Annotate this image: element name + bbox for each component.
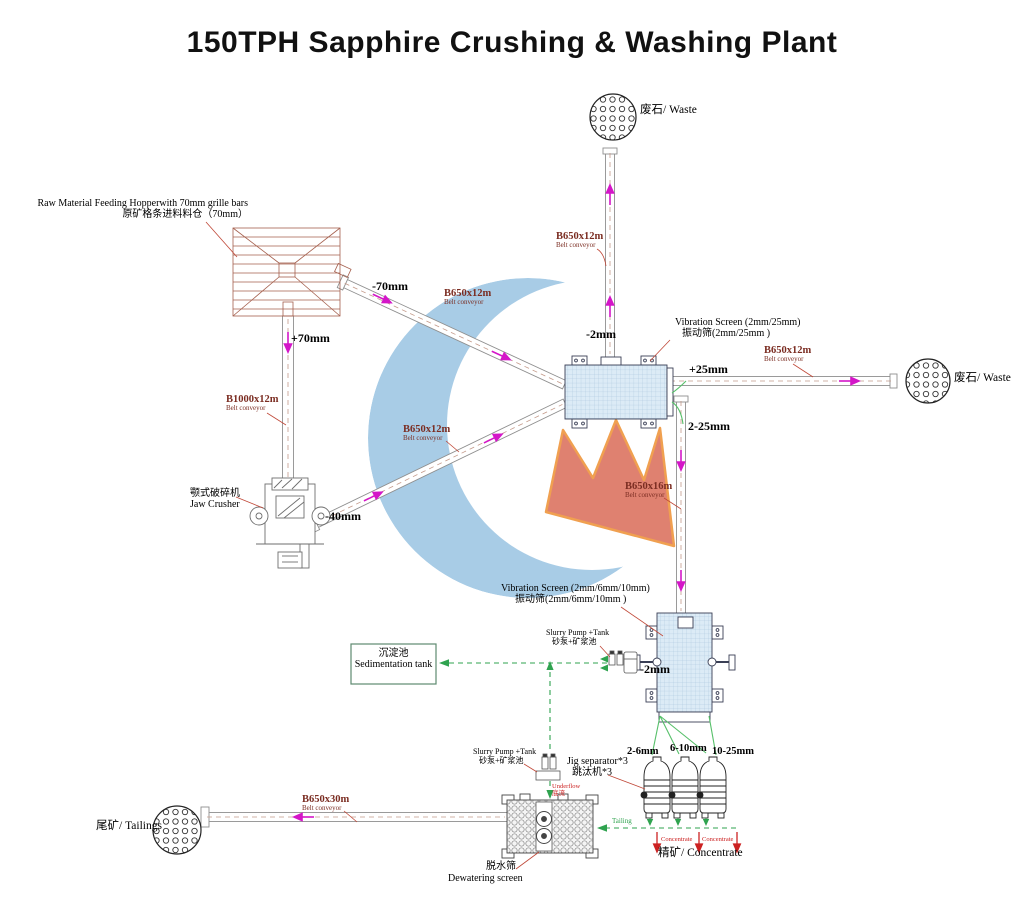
- underflow-label: Underflow 底流: [552, 783, 580, 798]
- hopper-drawing: [232, 227, 352, 317]
- pump1-label-zh: 砂泵+矿浆池: [552, 636, 597, 646]
- jig-separator-label: Jig separator*3 跳汰机*3: [567, 756, 628, 778]
- tailings-label: 尾矿/ Tailings: [96, 820, 162, 832]
- jaw-crusher-label: 颚式破碎机 Jaw Crusher: [190, 488, 240, 510]
- conveyor-label-screen1-to-right-waste: B650x12m Belt conveyor: [764, 345, 812, 363]
- pump2-label-zh: 砂泵+矿浆池: [479, 755, 524, 765]
- jaw-crusher-label-en: Jaw Crusher: [190, 499, 240, 511]
- slurry-water-lines: [439, 380, 736, 832]
- waste-pile-right: [905, 358, 951, 404]
- concentrate-flow-label-2: Concentrate: [702, 836, 734, 843]
- vibration-screen-1-label: Vibration Screen (2mm/25mm) 振动筛(2mm/25mm…: [675, 317, 800, 339]
- conveyor-label-screen1-to-top-waste: B650x12m Belt conveyor: [556, 231, 604, 249]
- vs2-label-en: Vibration Screen (2mm/6mm/10mm): [501, 583, 650, 594]
- flow-2-6mm: 2-6mm: [627, 746, 659, 757]
- dewatering-label-zh: 脱水筛: [486, 861, 516, 872]
- slurry-pump-1-label: Slurry Pump +Tank 砂泵+矿浆池: [546, 628, 610, 647]
- page-title: 150TPH Sapphire Crushing & Washing Plant: [186, 26, 838, 59]
- hopper-label-en: Raw Material Feeding Hopperwith 70mm gri…: [37, 198, 248, 209]
- underflow-label-en: Underflow: [552, 783, 581, 790]
- tailings-pile: [152, 805, 202, 855]
- waste-top-label: 废石/ Waste: [640, 104, 697, 116]
- underflow-label-zh: 底流: [552, 790, 565, 798]
- vs2-label-zh: 振动筛(2mm/6mm/10mm ): [515, 594, 627, 606]
- jaw-crusher-drawing: [249, 477, 331, 569]
- hopper-label-zh: 原矿格条进料料仓（70mm）: [122, 209, 248, 221]
- flow-minus-2mm-screen2: -2mm: [640, 662, 670, 676]
- vs1-label-en: Vibration Screen (2mm/25mm): [675, 317, 801, 328]
- conveyor-hopper-to-screen1: [336, 274, 567, 390]
- jig-label-zh: 跳汰机*3: [572, 767, 612, 779]
- callout-leaders: [205, 221, 814, 870]
- slurry-pump-2-label: Slurry Pump +Tank 砂泵+矿浆池: [473, 747, 537, 766]
- sed-label-zh: 沉淀池: [378, 648, 409, 659]
- slurry-pump-2-drawing: [535, 753, 561, 781]
- conveyor-screen1-to-top-waste: [602, 147, 618, 358]
- pump2-label-en: Slurry Pump +Tank: [473, 747, 537, 756]
- dewatering-label-en: Dewatering screen: [448, 873, 523, 884]
- slurry-pump-1-drawing: [608, 650, 638, 674]
- sedimentation-tank-drawing: [350, 643, 437, 685]
- conveyor-label-hopper-to-screen1: B650x12m Belt conveyor: [444, 288, 492, 306]
- flow-plus-25mm: +25mm: [689, 362, 728, 376]
- waste-pile-top: [589, 93, 637, 141]
- flow-6-10mm: 6-10mm: [670, 743, 707, 754]
- flow-minus-40mm: -40mm: [325, 509, 361, 523]
- jig-separators-drawing: [640, 756, 727, 819]
- conveyor-label-jaw-to-screen1: B650x12m Belt conveyor: [403, 424, 451, 442]
- flow-10-25mm: 10-25mm: [712, 746, 754, 757]
- conveyor-label-screen1-to-screen2: B650x16m Belt conveyor: [625, 481, 673, 499]
- jaw-crusher-label-zh: 颚式破碎机: [190, 488, 240, 499]
- concentrate-arrows: [652, 832, 742, 854]
- sedimentation-tank-label: 沉淀池 Sedimentation tank: [351, 648, 436, 670]
- jig-label-en: Jig separator*3: [567, 756, 628, 767]
- flow-minus-70mm: -70mm: [372, 279, 408, 293]
- vs1-label-zh: 振动筛(2mm/25mm ): [682, 328, 771, 340]
- concentrate-label: 精矿/ Concentrate: [658, 847, 743, 859]
- flow-minus-2mm-screen1: -2mm: [586, 327, 616, 341]
- vibration-screen-1-drawing: [564, 355, 674, 429]
- flow-arrows: [283, 183, 861, 822]
- conveyor-dewatering-to-tailings: [200, 806, 509, 828]
- conveyor-label-dewatering-to-tailings: B650x30m Belt conveyor: [302, 794, 350, 812]
- waste-right-label: 废石/ Waste: [954, 372, 1011, 384]
- vibration-screen-2-drawing: [633, 612, 736, 723]
- pump1-label-en: Slurry Pump +Tank: [546, 628, 610, 637]
- hopper-label: Raw Material Feeding Hopperwith 70mm gri…: [30, 198, 248, 220]
- flow-plus-70mm: +70mm: [291, 331, 330, 345]
- dewatering-screen-drawing: [501, 793, 599, 859]
- vibration-screen-2-label: Vibration Screen (2mm/6mm/10mm) 振动筛(2mm/…: [501, 583, 650, 605]
- sed-label-en: Sedimentation tank: [354, 659, 433, 671]
- conveyor-label-hopper-to-jaw: B1000x12m Belt conveyor: [226, 394, 279, 412]
- tailing-flow-label: Tailing: [612, 817, 632, 825]
- concentrate-flow-label-1: Concentrate: [661, 836, 693, 843]
- flow-2-25mm: 2-25mm: [688, 419, 730, 433]
